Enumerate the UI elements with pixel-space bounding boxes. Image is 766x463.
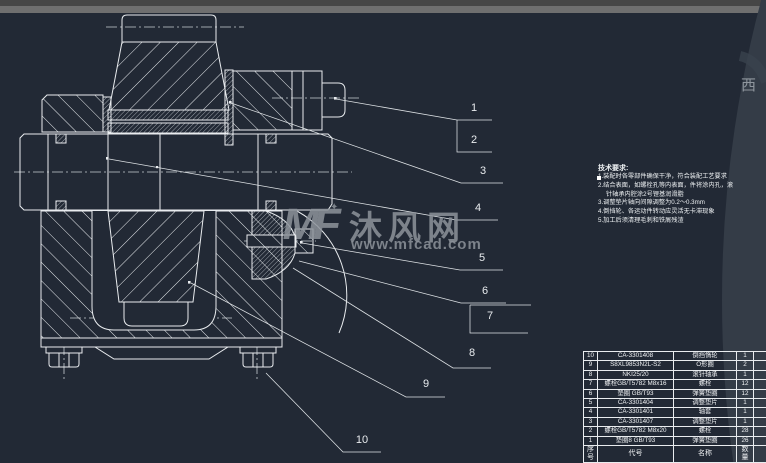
cell-qty: 28 [737,426,754,436]
cell-no: 1 [584,435,598,445]
cell-no: 2 [584,426,598,436]
cell-name: 倒挡惰轮 [674,351,737,361]
cell-code: 螺栓GB/T5782 M8x16 [598,379,674,389]
callout-9: 9 [422,378,430,390]
note-line: 3.调整垫片轴向间隙调整为0.2～0.3mm [598,199,705,207]
grip-point [597,176,601,180]
header-qty: 数量 [737,444,754,463]
callout-8: 8 [468,347,476,359]
cell-name: 弹簧垫圈 [674,388,737,398]
cell-name: 滚针轴承 [674,369,737,380]
cell-qty: 1 [737,407,754,417]
cell-qty: 2 [737,360,754,370]
cell-code: 螺栓GB/T5782 M8x20 [598,426,674,436]
window-second-bar [0,6,766,13]
cell-code: CA-3301408 [598,351,674,361]
note-line: 2.结合表面，如螺栓孔等内表面，件将涂内孔，滚 [598,181,734,189]
cell-qty: 1 [737,397,754,408]
callout-4: 4 [474,202,482,214]
window-top-bar [0,0,766,6]
callout-1: 1 [470,102,478,114]
cell-no: 9 [584,360,598,370]
callout-2: 2 [470,134,478,146]
cell-name: 轴套 [674,407,737,417]
note-line: 4.倒挡轮、各运动件转动应灵活无卡滞现象 [598,208,715,216]
cell-extra [754,360,766,369]
note-line: 1.装配时各零部件确保干净，符合装配工艺要求 [598,173,727,180]
cell-qty: 1 [737,369,754,380]
cell-name: 螺栓 [674,426,737,436]
header-index: 序号 [584,444,598,463]
header-extra [754,444,766,463]
note-line: 针轴承内腔涂2号锂基润滑脂 [606,190,684,198]
cell-no: 10 [584,351,598,361]
cell-code: CA-3301404 [598,397,674,408]
callout-10: 10 [355,434,369,446]
cell-name: 螺栓 [674,379,737,389]
cell-no: 6 [584,388,598,398]
cell-name: 弹簧垫圈 [674,435,737,445]
callout-6: 6 [481,285,489,297]
cell-name: O形圈 [674,360,737,370]
cell-extra [754,379,766,388]
cell-qty: 1 [737,351,754,361]
cell-extra [754,407,766,416]
cell-extra [754,416,766,426]
parts-table-header: 序号 代号 名称 数量 [584,444,766,463]
cell-no: 7 [584,379,598,389]
cell-no: 4 [584,407,598,417]
cell-code: CA-3301401 [598,407,674,417]
cell-qty: 1 [737,416,754,427]
technical-notes: 技术要求: 1.装配时各零部件确保干净，符合装配工艺要求 2.结合表面，如螺栓孔… [598,164,750,226]
header-name: 名称 [674,444,737,463]
cell-qty: 12 [737,379,754,389]
cell-code: NKI25/20 [598,369,674,380]
cell-name: 调整垫片 [674,397,737,408]
notes-title: 技术要求: [598,165,629,172]
cell-code: CA-3301407 [598,416,674,427]
callout-3: 3 [479,165,487,177]
cell-no: 5 [584,397,598,408]
cell-extra [754,388,766,398]
cell-no: 3 [584,416,598,427]
cell-extra [754,351,766,360]
cell-qty: 12 [737,388,754,398]
cell-name: 调整垫片 [674,416,737,427]
cell-extra [754,435,766,445]
watermark-brand: 沐风网 [349,209,466,246]
watermark-site: www.mfcad.com [351,236,482,253]
sparkle-icon: ✦ [330,202,339,213]
cell-code: 垫圈8 GB/T93 [598,435,674,445]
cell-code: 垫圈 GB/T93 [598,388,674,398]
cell-code: S8XL9853N2L-S2 [598,360,674,370]
cell-qty: 26 [737,435,754,445]
watermark-side-char: 西 [741,77,757,94]
cell-extra [754,369,766,379]
cell-extra [754,426,766,435]
cell-extra [754,397,766,407]
callout-5: 5 [478,252,486,264]
callout-7: 7 [486,310,494,322]
note-line: 5.加工后须清理毛刺和铁屑残渣 [598,216,684,224]
cell-no: 8 [584,369,598,380]
header-code: 代号 [598,444,674,463]
